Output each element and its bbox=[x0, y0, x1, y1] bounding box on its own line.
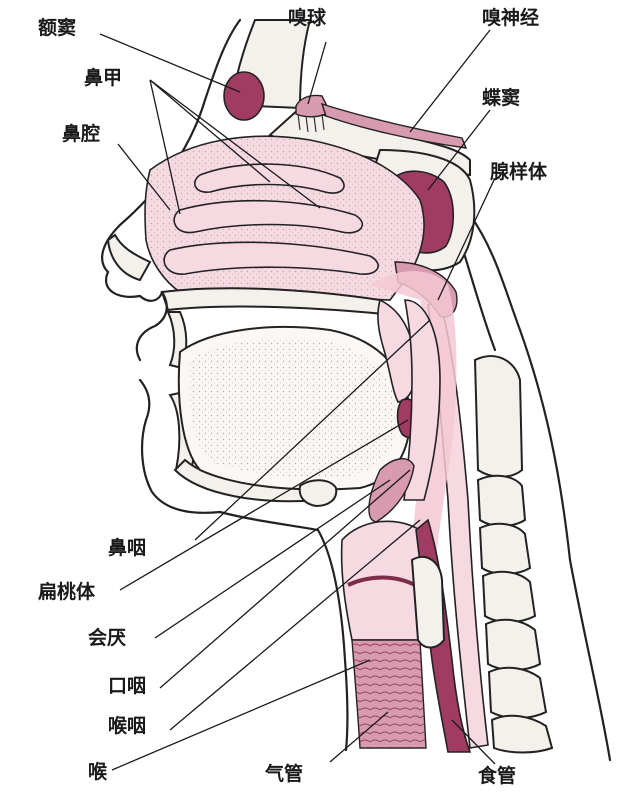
frontal-sinus bbox=[223, 71, 265, 121]
labels: 额窦 嗅球 嗅神经 鼻甲 蝶窦 鼻腔 腺样体 鼻咽 扁桃体 会厌 口咽 喉咽 喉… bbox=[38, 6, 548, 787]
label-olfactory-bulb: 嗅球 bbox=[288, 6, 327, 29]
label-esophagus: 食管 bbox=[478, 764, 516, 787]
leader-lines bbox=[99, 29, 496, 771]
epiglottis bbox=[368, 458, 415, 523]
label-frontal-sinus: 额窦 bbox=[38, 16, 76, 39]
label-turbinates: 鼻甲 bbox=[84, 66, 122, 89]
pharynx-larynx bbox=[340, 271, 472, 753]
label-olfactory-nerve: 嗅神经 bbox=[482, 6, 539, 29]
label-nasal-cavity: 鼻腔 bbox=[62, 122, 100, 145]
middle-turbinate bbox=[173, 199, 364, 234]
superior-turbinate bbox=[194, 163, 345, 194]
vertebra-c3 bbox=[476, 474, 527, 527]
label-larynx: 喉 bbox=[88, 760, 108, 783]
label-adenoid: 腺样体 bbox=[489, 160, 548, 183]
label-laryngopharynx: 喉咽 bbox=[108, 714, 146, 737]
olfactory-nerve bbox=[320, 102, 468, 149]
nasal-region bbox=[105, 135, 458, 318]
vertebra-c6 bbox=[484, 618, 542, 671]
label-tonsil: 扁桃体 bbox=[38, 580, 96, 603]
label-sphenoid-sinus: 蝶窦 bbox=[482, 86, 520, 109]
vertebra-c2 bbox=[473, 355, 524, 478]
label-epiglottis: 会厌 bbox=[88, 626, 126, 649]
inferior-turbinate bbox=[163, 241, 379, 275]
label-oropharynx: 口咽 bbox=[108, 675, 146, 697]
vertebra-c4 bbox=[478, 522, 532, 575]
vertebra-c7 bbox=[487, 666, 548, 719]
vertebra-c5 bbox=[481, 570, 537, 623]
label-trachea: 气管 bbox=[264, 762, 303, 785]
label-nasopharynx: 鼻咽 bbox=[108, 536, 146, 559]
vertebra-t1 bbox=[490, 714, 554, 754]
